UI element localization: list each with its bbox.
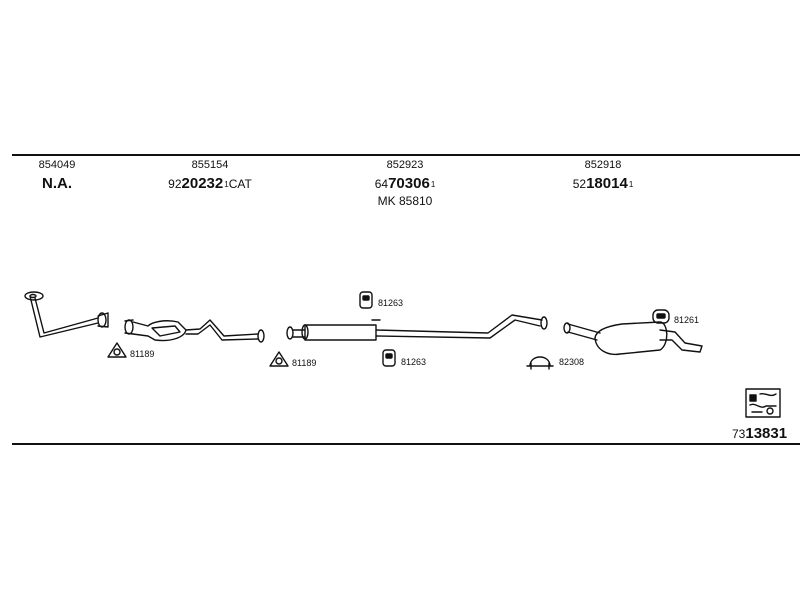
- part-number-prefix: 92: [168, 177, 182, 191]
- part-number-main: 70306: [388, 175, 430, 192]
- assembly-kit-icon: [745, 388, 781, 418]
- ref-number: 855154: [191, 159, 229, 171]
- part-number-superscript: 1: [224, 180, 229, 189]
- pipe-clamp-icon: [526, 356, 554, 370]
- middle-silencer-icon: [286, 314, 548, 341]
- ref-number: 852918: [584, 159, 622, 171]
- part-number-main: 20232: [181, 175, 224, 192]
- rubber-mount-icon: [359, 291, 373, 309]
- ref-number: 852923: [386, 159, 424, 171]
- exhaust-front-pipe-icon: [24, 291, 109, 338]
- part-number-suffix: CAT: [228, 177, 252, 191]
- part-number-prefix: 52: [572, 177, 587, 191]
- mount-label: 81263: [401, 357, 427, 367]
- gasket-label: 81189: [130, 349, 155, 359]
- gasket-icon: [107, 342, 127, 358]
- part-column-rear-silencer: 852918 52180141: [548, 159, 658, 193]
- rubber-mount-icon: [652, 309, 670, 324]
- product-code-prefix: 73: [732, 427, 746, 441]
- top-divider: [12, 154, 800, 156]
- rear-silencer-icon: [563, 321, 703, 356]
- part-number-main: 18014: [586, 175, 628, 192]
- part-number-prefix: 64: [374, 177, 389, 191]
- part-column-catalytic-converter: 855154 92202321CAT: [150, 159, 270, 193]
- kit-number: MK 85810: [377, 194, 433, 208]
- gasket-icon: [269, 351, 289, 367]
- catalytic-converter-icon: [124, 319, 265, 343]
- rubber-mount-icon: [382, 349, 396, 367]
- product-code-main: 13831: [745, 425, 788, 442]
- part-number-superscript: 1: [430, 180, 436, 189]
- mount-label: 81261: [674, 315, 700, 325]
- part-number: 52180141: [548, 175, 658, 193]
- mount-label: 81263: [378, 298, 404, 308]
- part-column-middle-silencer: 852923 64703061 MK 85810: [350, 159, 460, 209]
- gasket-label: 81189: [292, 358, 317, 368]
- part-column-front-pipe: 854049 N.A.: [32, 159, 82, 192]
- part-number: N.A.: [42, 175, 72, 192]
- bottom-divider: [12, 443, 800, 445]
- product-code: 7313831: [732, 425, 787, 443]
- ref-number: 854049: [38, 159, 76, 171]
- part-number: 64703061: [350, 175, 460, 193]
- clamp-label: 82308: [559, 357, 585, 367]
- part-number-superscript: 1: [628, 180, 634, 189]
- part-number: 92202321CAT: [150, 175, 270, 193]
